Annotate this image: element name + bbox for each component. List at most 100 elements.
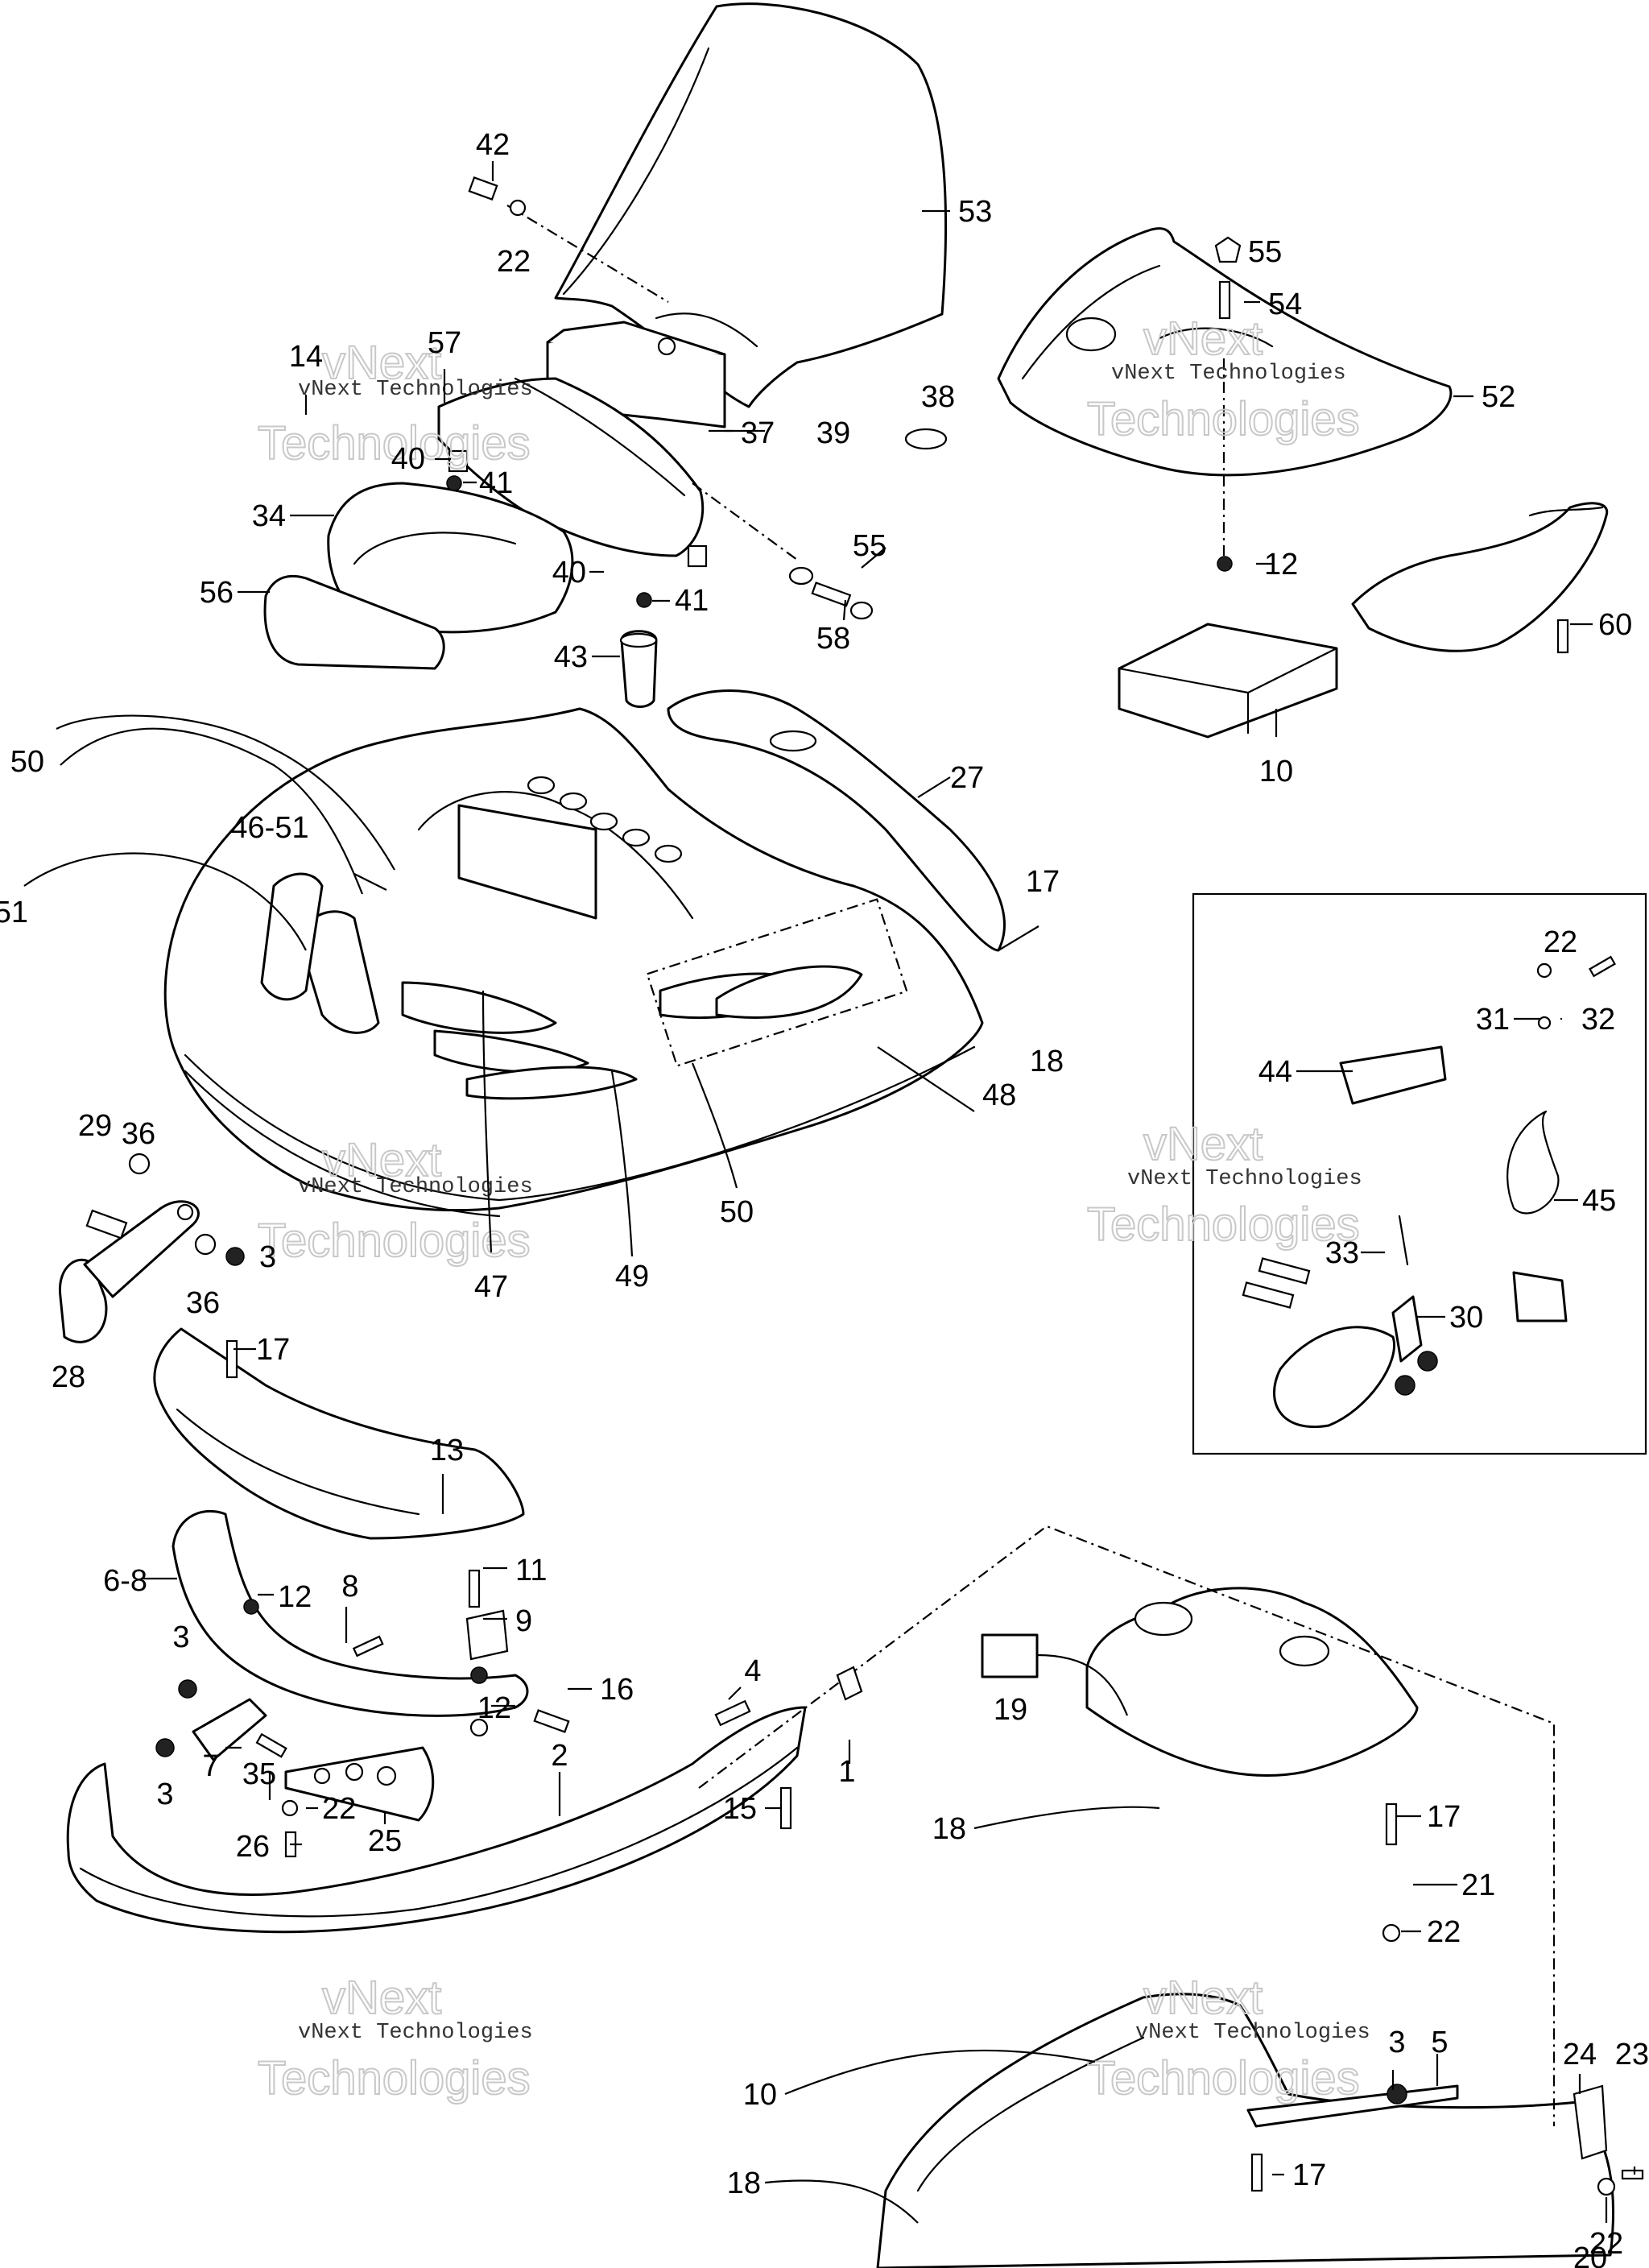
callout-9: 9 <box>515 1604 532 1638</box>
callout-40: 40 <box>391 442 425 476</box>
callout-22-e: 22 <box>1544 925 1577 959</box>
callout-41-b: 41 <box>675 584 709 618</box>
watermark-brand: vNext <box>322 337 441 389</box>
callout-18: 18 <box>1030 1045 1064 1078</box>
callout-33: 33 <box>1325 1236 1359 1270</box>
watermark-caption: vNext Technologies <box>1135 2021 1370 2045</box>
callout-51: 51 <box>0 896 28 929</box>
callout-31: 31 <box>1476 1003 1510 1037</box>
callout-42: 42 <box>476 128 510 162</box>
callout-25: 25 <box>368 1824 402 1858</box>
callout-36-b: 36 <box>186 1286 220 1320</box>
watermark-company: Technologies <box>258 2052 531 2105</box>
watermark-brand: vNext <box>322 1134 441 1186</box>
callout-50: 50 <box>10 745 44 779</box>
callout-35: 35 <box>242 1757 276 1791</box>
callout-5: 5 <box>1431 2026 1448 2059</box>
watermark-brand: vNext <box>1143 312 1263 365</box>
callout-10: 10 <box>1259 755 1293 788</box>
bracket-28-part <box>59 1258 108 1343</box>
fasteners <box>85 176 1644 2196</box>
callout-2: 2 <box>551 1739 568 1773</box>
callout-19: 19 <box>994 1693 1027 1727</box>
inset-detail-box <box>1192 892 1647 1455</box>
callout-3-d: 3 <box>1388 2026 1405 2059</box>
watermark-company: Technologies <box>1087 2052 1360 2105</box>
watermark-company: Technologies <box>1087 1198 1360 1251</box>
callout-labels: 42 22 53 55 54 52 38 39 37 57 14 40 41 3… <box>0 128 1649 2268</box>
callout-39: 39 <box>816 416 850 450</box>
callout-58: 58 <box>816 622 850 656</box>
callout-21: 21 <box>1461 1869 1495 1902</box>
callout-15: 15 <box>723 1792 757 1826</box>
callout-57: 57 <box>428 326 461 360</box>
watermark-group-4: vNext Technologies vNext Technologies <box>1086 1117 1362 1252</box>
grommet-part <box>619 630 658 708</box>
callout-22: 22 <box>497 245 531 279</box>
callout-24: 24 <box>1563 2038 1597 2071</box>
callout-53: 53 <box>958 195 992 229</box>
callout-37: 37 <box>741 416 775 450</box>
callout-6-8: 6-8 <box>103 1564 147 1598</box>
callout-4: 4 <box>744 1654 761 1688</box>
callout-22-d: 22 <box>1589 2227 1623 2261</box>
callout-38: 38 <box>921 380 955 414</box>
callout-16: 16 <box>600 1673 634 1707</box>
perforated-plate-part <box>284 1746 435 1822</box>
console-panel-part <box>437 377 705 557</box>
callout-12: 12 <box>1264 548 1298 581</box>
watermark-company: Technologies <box>258 417 531 470</box>
watermark-caption: vNext Technologies <box>298 378 533 402</box>
callout-3-b: 3 <box>172 1620 189 1654</box>
callout-36: 36 <box>122 1117 155 1151</box>
watermark-group-1: vNext Technologies vNext Technologies <box>257 336 533 470</box>
watermark-caption: vNext Technologies <box>1111 362 1346 386</box>
callout-55: 55 <box>1248 235 1282 269</box>
callout-13: 13 <box>430 1434 464 1467</box>
callout-3: 3 <box>259 1240 276 1274</box>
callout-22-b: 22 <box>322 1792 356 1826</box>
callout-49: 49 <box>615 1260 649 1293</box>
side-panel-part <box>997 227 1453 477</box>
decal-19-part <box>981 1633 1039 1678</box>
callout-50-b: 50 <box>720 1195 754 1229</box>
watermark-brand: vNext <box>322 1972 441 2024</box>
callout-17: 17 <box>1026 865 1060 899</box>
callout-44: 44 <box>1258 1055 1292 1089</box>
watermark-brand: vNext <box>1143 1972 1263 2024</box>
lower-grille-13-part <box>153 1327 525 1540</box>
leader-lines <box>23 161 1636 2224</box>
light-lens-part <box>667 689 1006 952</box>
callout-14: 14 <box>289 340 323 374</box>
link-bracket-part <box>83 1200 200 1298</box>
callout-55-b: 55 <box>853 529 886 563</box>
callout-12-c: 12 <box>477 1691 511 1725</box>
callout-3-c: 3 <box>156 1778 173 1811</box>
watermark-group-2: vNext Technologies vNext Technologies <box>1086 312 1361 446</box>
callout-7: 7 <box>202 1749 219 1783</box>
callout-32: 32 <box>1581 1003 1615 1037</box>
callout-11: 11 <box>515 1554 547 1587</box>
watermark-group-6: vNext Technologies vNext Technologies <box>1086 1971 1370 2105</box>
callout-8: 8 <box>341 1570 358 1604</box>
callout-22-c: 22 <box>1427 1915 1461 1949</box>
callout-43: 43 <box>554 640 588 674</box>
air-box-part <box>1085 1587 1419 1777</box>
watermark-caption: vNext Technologies <box>298 1175 533 1199</box>
callout-23: 23 <box>1615 2038 1649 2071</box>
foam-pad-part <box>1118 623 1338 739</box>
watermark-group-3: vNext Technologies vNext Technologies <box>257 1133 533 1268</box>
callout-1: 1 <box>838 1755 855 1789</box>
callout-17-d: 17 <box>1292 2158 1326 2192</box>
callout-45: 45 <box>1582 1184 1616 1218</box>
callout-17-b: 17 <box>256 1333 290 1367</box>
callout-17-c: 17 <box>1427 1800 1461 1834</box>
callout-26: 26 <box>236 1830 270 1864</box>
callout-48: 48 <box>982 1078 1016 1112</box>
callout-28: 28 <box>52 1360 85 1394</box>
callout-12-b: 12 <box>278 1580 312 1614</box>
callout-54: 54 <box>1268 288 1302 321</box>
watermark-brand: vNext <box>1143 1118 1263 1170</box>
